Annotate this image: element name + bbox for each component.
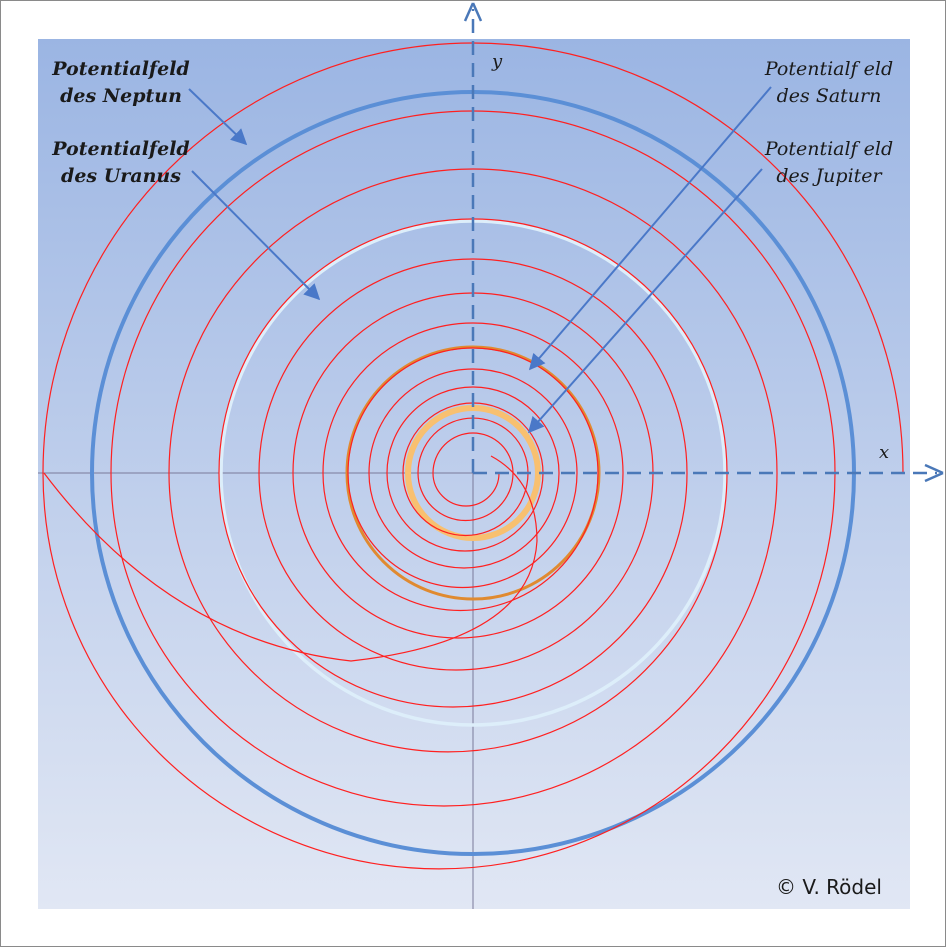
neptun-pointer-arrow [188, 88, 248, 146]
spiral-path [42, 42, 904, 870]
x-axis-arrowhead [924, 463, 944, 483]
saturn-label-line2: des Saturn [777, 85, 882, 107]
neptun-label-line1: Potentialfeld [51, 58, 189, 80]
saturn-field-ring [345, 345, 601, 601]
jupiter-field-ring [405, 405, 541, 541]
uranus-label-line1: Potentialfeld [51, 138, 189, 160]
jupiter-pointer-arrow [527, 168, 763, 434]
spiral-tail-path [43, 455, 538, 662]
saturn-label-line1: Potentialf eld [764, 58, 893, 80]
uranus-label-line2: des Uranus [61, 165, 181, 187]
y-axis-label: y [491, 51, 503, 72]
uranus-pointer-arrow [191, 170, 321, 301]
spiral-curve [42, 42, 904, 870]
jupiter-label-line2: des Jupiter [776, 165, 883, 187]
x-axis-label: x [879, 442, 889, 463]
neptun-label-line2: des Neptun [60, 85, 182, 107]
y-axis-arrowhead [463, 2, 483, 22]
jupiter-label-line1: Potentialf eld [764, 138, 893, 160]
saturn-pointer-arrow [528, 86, 772, 371]
copyright-text: © V. Rödel [776, 875, 882, 899]
